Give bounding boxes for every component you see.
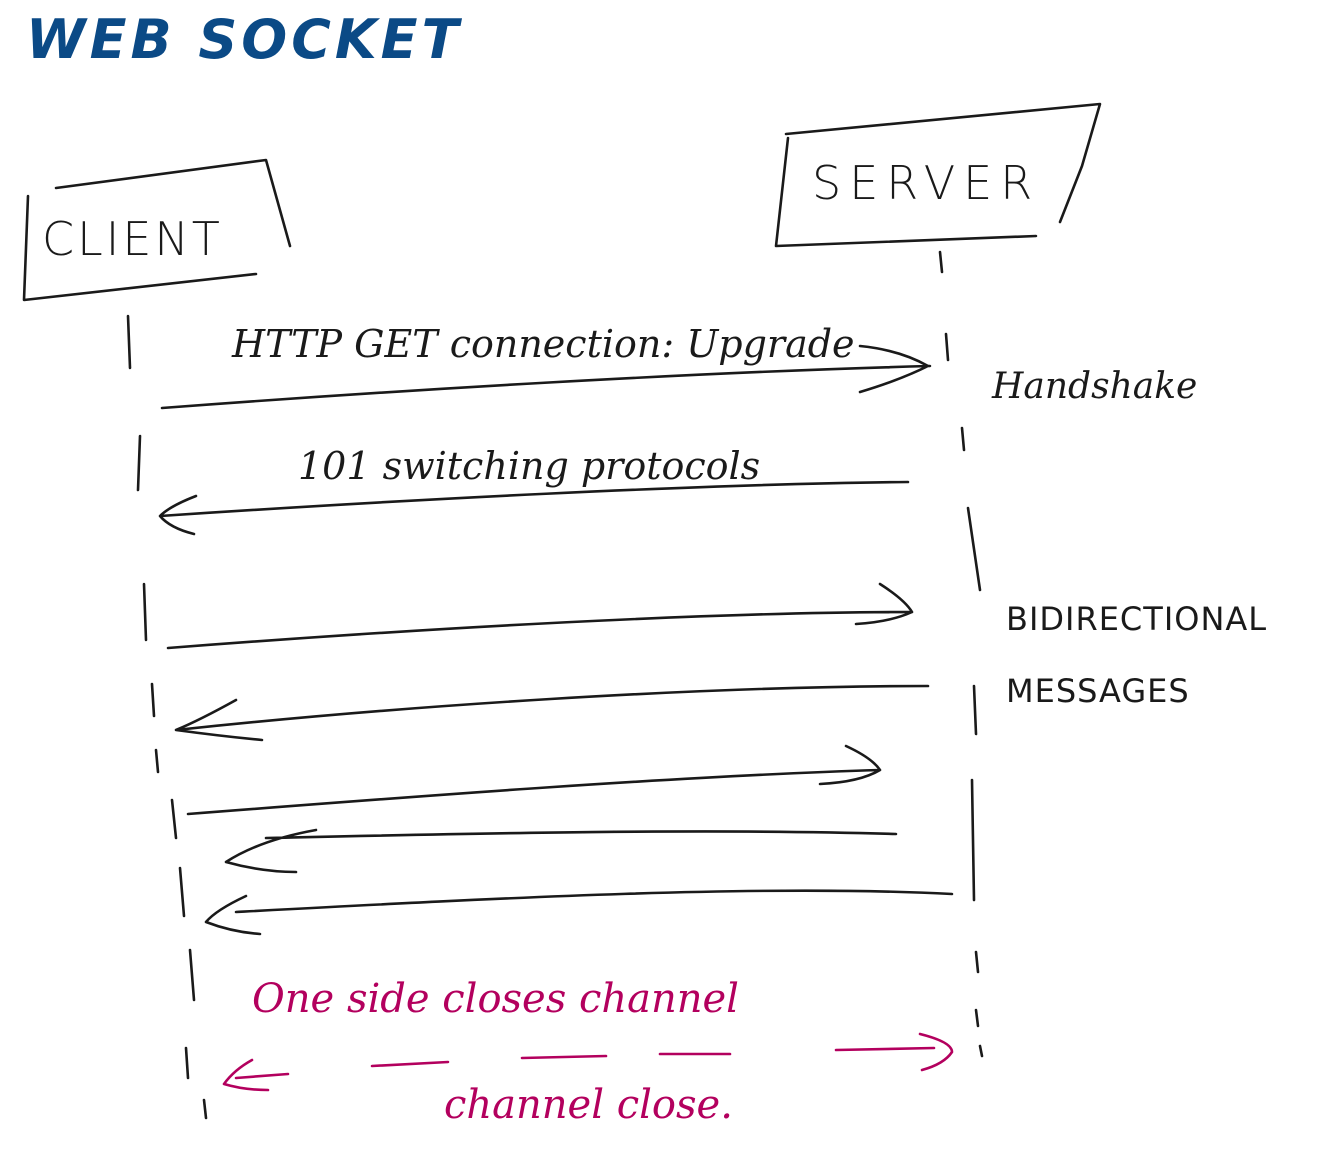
arrow-bidi-5	[204, 889, 954, 936]
switching-label: 101 switching protocols	[298, 444, 761, 488]
upgrade-request-label: HTTP GET connection: Upgrade	[232, 322, 855, 366]
arrow-bidi-3	[186, 744, 882, 816]
messages-label: MESSAGES	[1006, 672, 1190, 710]
client-lifeline	[126, 314, 208, 1120]
server-box	[774, 102, 1102, 248]
server-lifeline	[938, 250, 984, 1058]
server-label: SERVER	[812, 156, 1041, 210]
handshake-label: Handshake	[992, 366, 1198, 407]
channel-close-label: channel close.	[444, 1082, 733, 1128]
bidirectional-label: BIDIRECTIONAL	[1006, 600, 1268, 638]
arrow-bidi-4	[224, 828, 898, 874]
arrow-bidi-2	[174, 684, 930, 742]
diagram-title: WEB SOCKET	[26, 8, 463, 71]
client-box	[22, 158, 292, 302]
close-note: One side closes channel	[252, 976, 739, 1022]
client-label: CLIENT	[42, 212, 223, 266]
arrow-bidi-1	[166, 582, 914, 650]
arrow-channel-close	[222, 1032, 954, 1092]
arrow-switching-protocols	[158, 480, 910, 536]
arrow-upgrade-request	[160, 344, 932, 410]
